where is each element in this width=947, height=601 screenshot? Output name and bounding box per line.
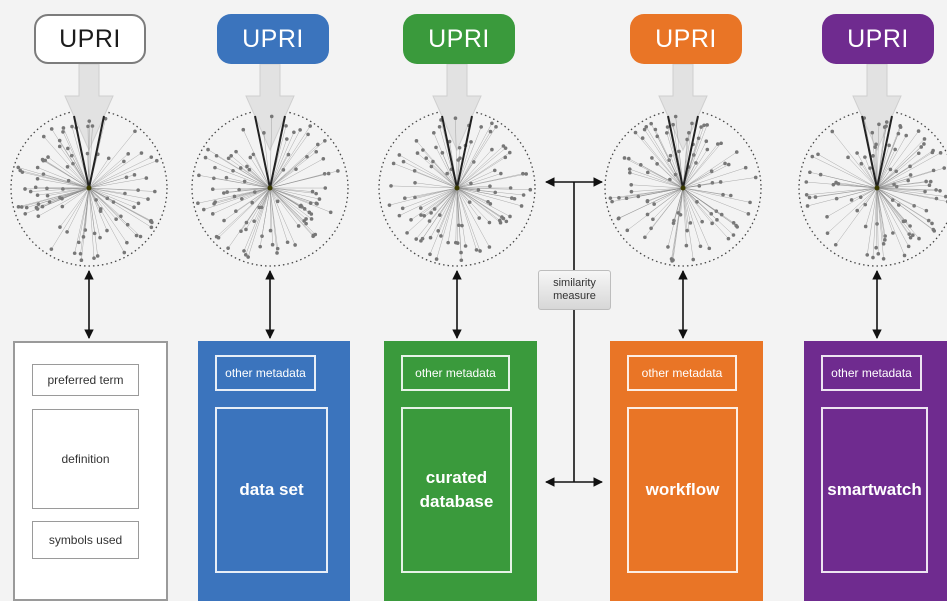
similarity-measure-label: similarity measure — [538, 270, 611, 310]
arrow-layer — [0, 0, 947, 588]
diagram: UPRI UPRI UPRI UPRI UPRI preferred term … — [0, 0, 947, 588]
